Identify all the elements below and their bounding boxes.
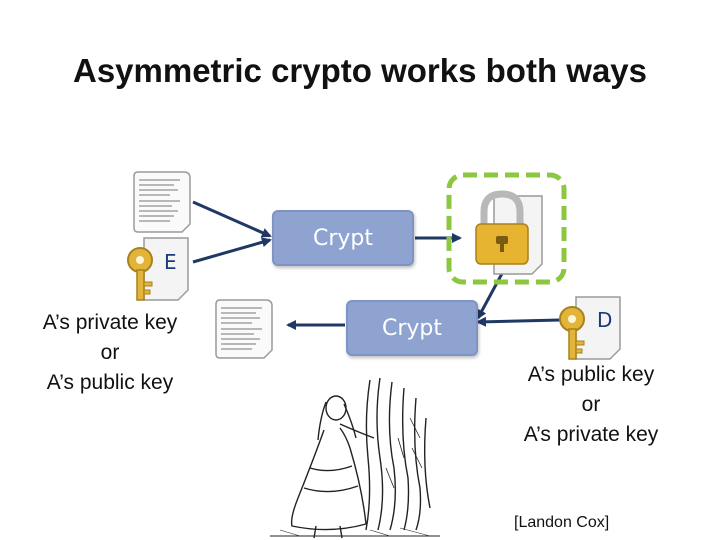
left-key-caption: A’s private key or A’s public key bbox=[20, 308, 200, 398]
left-key-line1: A’s private key bbox=[42, 311, 178, 334]
slide-title: Asymmetric crypto works both ways bbox=[72, 52, 648, 89]
alice-illustration bbox=[270, 377, 440, 539]
document-icon bbox=[133, 171, 191, 233]
arrow-key-to-crypt-top bbox=[192, 237, 272, 264]
key-icon bbox=[559, 296, 621, 360]
right-key-line3: A’s private key bbox=[523, 423, 659, 446]
key-letter-e: E bbox=[164, 250, 177, 274]
right-key-line1: A’s public key bbox=[527, 363, 655, 386]
left-key-line2: or bbox=[100, 341, 120, 364]
key-letter-d: D bbox=[597, 308, 613, 332]
key-icon bbox=[127, 237, 189, 301]
crypt-label-top: Crypt bbox=[312, 225, 374, 251]
arrow-doc-to-crypt-top bbox=[192, 200, 272, 238]
right-key-caption: A’s public key or A’s private key bbox=[496, 360, 686, 450]
crypt-box-top: Crypt bbox=[272, 210, 414, 266]
credit-text: [Landon Cox] bbox=[514, 514, 610, 531]
arrow-lock-to-crypt-bottom bbox=[476, 267, 507, 320]
left-key-line3: A’s public key bbox=[46, 371, 174, 394]
right-key-line2: or bbox=[581, 393, 601, 416]
document-icon bbox=[215, 299, 273, 359]
crypt-box-bottom: Crypt bbox=[346, 300, 478, 356]
lock-file-icon bbox=[475, 190, 543, 275]
arrow-key-d-to-crypt-bottom bbox=[476, 316, 561, 327]
crypt-label-bottom: Crypt bbox=[381, 315, 443, 341]
lock-highlight-frame bbox=[446, 172, 567, 285]
